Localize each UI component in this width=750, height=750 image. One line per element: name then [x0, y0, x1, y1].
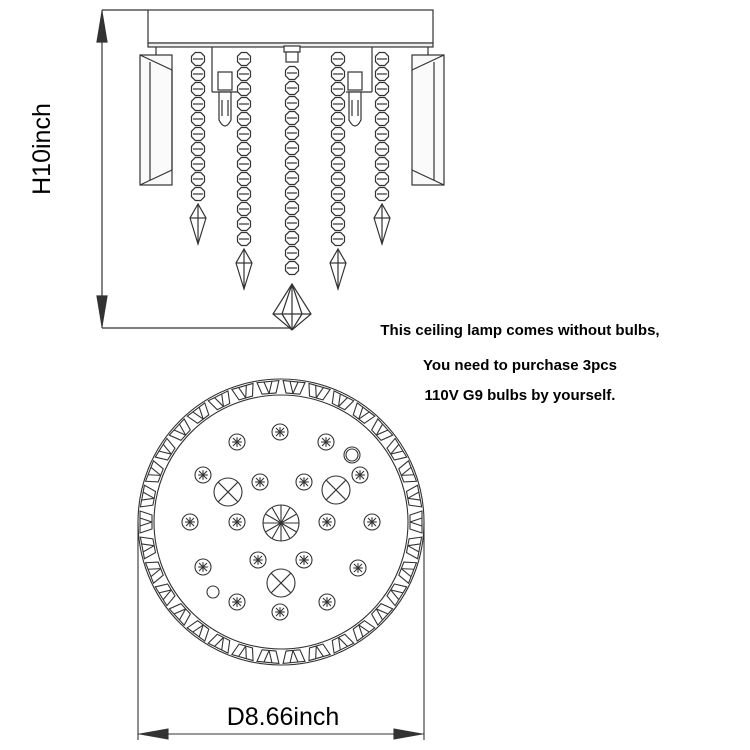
ring-prism: [207, 390, 231, 411]
ring-prism: [168, 603, 192, 627]
note-line-2: You need to purchase 3pcs: [423, 357, 617, 374]
crystal-ball: [228, 593, 246, 611]
height-arrow-top: [96, 11, 108, 43]
ring-prism: [282, 379, 306, 395]
crystal-ball: [317, 433, 335, 451]
ring-prism: [154, 437, 176, 461]
ring-prism: [405, 536, 423, 560]
height-arrow-bottom: [96, 295, 108, 327]
ring-prism: [168, 417, 192, 441]
crystal-ball-large: [213, 477, 243, 507]
ring-prism: [139, 510, 153, 534]
center-finial: [283, 45, 301, 63]
ring-prism: [207, 633, 231, 654]
diameter-arrow-left: [139, 728, 169, 740]
crystal-ball: [249, 551, 267, 569]
ring-prism: [331, 633, 355, 654]
crystal-balls: [181, 423, 381, 621]
inner-ring: [153, 394, 409, 650]
bottom-crystal-drop: [272, 282, 312, 331]
ring-prism: [186, 620, 210, 643]
side-view: [96, 9, 445, 331]
crystal-ball-large: [321, 475, 351, 505]
ring-prism: [370, 417, 394, 441]
top-view: [137, 378, 425, 740]
ring-prism: [370, 603, 394, 627]
canopy-plate: [147, 9, 434, 44]
ring-prism: [256, 379, 280, 395]
crystal-ball: [295, 473, 313, 491]
ring-prism: [398, 459, 418, 483]
bead-strand: [189, 51, 207, 247]
ring-prism: [352, 401, 376, 424]
crystal-ball: [228, 513, 246, 531]
crystal-ball: [349, 559, 367, 577]
bead-strand: [284, 65, 300, 276]
crystal-ball: [194, 466, 212, 484]
ring-prism: [386, 437, 408, 461]
diameter-label: D8.66inch: [226, 703, 340, 731]
crystal-ball: [181, 513, 199, 531]
left-prism: [139, 47, 173, 186]
ring-prism: [139, 536, 157, 560]
ring-prism: [409, 510, 423, 534]
ring-prism: [186, 401, 210, 424]
bead-strand: [235, 51, 253, 292]
ring-prism: [282, 649, 306, 665]
crystal-ball: [194, 558, 212, 576]
crystal-ball: [351, 466, 369, 484]
crystal-ball: [295, 551, 313, 569]
crystal-ball: [206, 585, 220, 599]
crystal-ball: [271, 603, 289, 621]
crystal-ball: [251, 473, 269, 491]
ring-prism: [139, 484, 157, 508]
ring-prism: [230, 382, 254, 401]
ring-prism: [405, 484, 423, 508]
ring-prism: [230, 643, 254, 662]
bead-strands: [189, 51, 391, 292]
crystal-ball: [271, 423, 289, 441]
ring-prism: [154, 583, 176, 607]
ring-prism: [308, 382, 332, 401]
height-label: H10inch: [28, 103, 56, 195]
note-line-1: This ceiling lamp comes without bulbs,: [380, 322, 660, 339]
bead-strand: [329, 51, 347, 292]
ring-prism: [308, 643, 332, 662]
crystal-ball: [228, 433, 246, 451]
ring-prism: [144, 459, 164, 483]
crystal-ball-large: [266, 568, 296, 598]
ring-prism: [398, 561, 418, 585]
ring-prisms: [139, 379, 423, 665]
crystal-ball: [318, 593, 336, 611]
crystal-ball: [363, 513, 381, 531]
ring-prism: [386, 583, 408, 607]
bead-strand: [373, 51, 391, 247]
ring-prism: [144, 561, 164, 585]
right-prism: [411, 47, 445, 186]
ring-prism: [331, 390, 355, 411]
note-line-3: 110V G9 bulbs by yourself.: [424, 387, 616, 404]
ring-prism: [352, 620, 376, 643]
crystal-ball: [262, 504, 300, 542]
ring-prism: [256, 649, 280, 665]
crystal-ball: [318, 513, 336, 531]
crystal-ball: [345, 448, 359, 462]
right-bulb-holder: [346, 47, 373, 127]
left-bulb-holder: [211, 47, 238, 127]
diameter-arrow-right: [393, 728, 423, 740]
